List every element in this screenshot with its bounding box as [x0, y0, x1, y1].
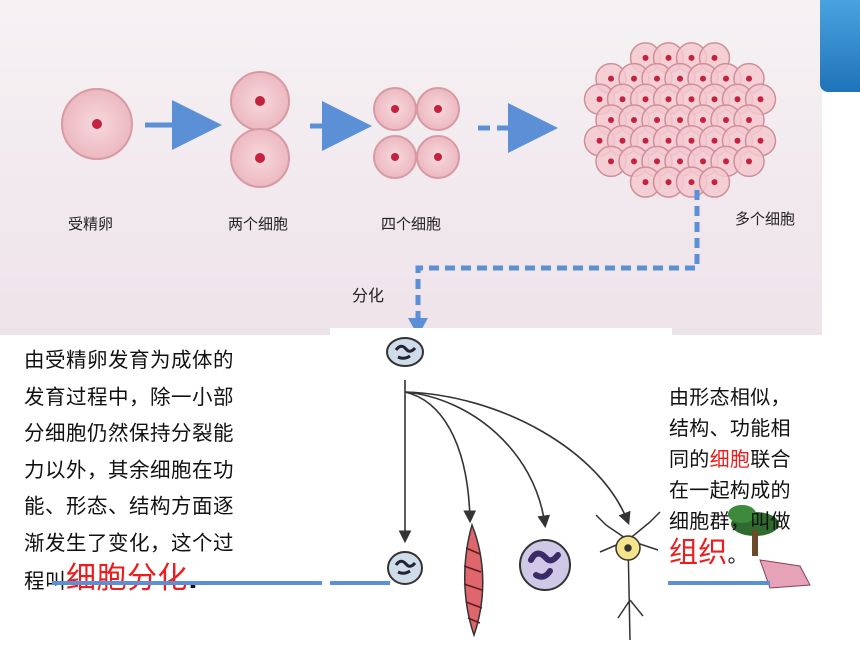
cluster-cell-nucleus — [711, 179, 718, 186]
cluster-cell-nucleus — [746, 75, 752, 82]
label-four-cells: 四个细胞 — [381, 215, 442, 233]
right-line3-b: 联合 — [750, 447, 791, 471]
cluster-cell-nucleus — [631, 158, 637, 165]
right-line: 在一起构成的 — [669, 478, 791, 502]
left-underline — [52, 581, 322, 585]
cluster-cell-nucleus — [688, 179, 695, 186]
cluster-cell-nucleus — [596, 96, 603, 103]
label-differentiation: 分化 — [352, 286, 385, 305]
cluster-cell-nucleus — [688, 54, 695, 61]
cluster-cell-nucleus — [654, 117, 660, 123]
cluster-cell-nucleus — [654, 158, 660, 165]
cluster-cell-nucleus — [608, 117, 614, 123]
diff-panel — [330, 328, 672, 645]
right-line: 结构、功能相 — [669, 416, 791, 440]
cluster-cell-nucleus — [723, 117, 729, 123]
two-cell-stage — [230, 71, 290, 188]
cluster-cell-nucleus — [631, 117, 637, 123]
term-end: 。 — [727, 543, 748, 567]
cluster-cell-nucleus — [642, 96, 649, 103]
cluster-cell-nucleus — [654, 75, 660, 82]
label-fertilized-egg: 受精卵 — [68, 215, 114, 233]
cluster-cell-nucleus — [619, 96, 626, 103]
term-cell-differentiation: 细胞分化 — [66, 561, 188, 596]
left-line-last: 程叫细胞分化. — [24, 561, 324, 600]
left-line: 分细胞仍然保持分裂能 — [24, 421, 234, 445]
right-paragraph: 由形态相似， 结构、功能相 同的细胞联合 在一起构成的 细胞群，叫做 组织。 — [669, 382, 849, 571]
cluster-cell-nucleus — [642, 179, 649, 186]
stem-cell-icon — [386, 337, 424, 367]
cluster-cell-nucleus — [677, 75, 683, 82]
neuron-icon — [595, 511, 661, 641]
cluster-cell-nucleus — [631, 75, 637, 82]
cluster-cell-nucleus — [642, 137, 649, 144]
cluster-cell-nucleus — [642, 54, 649, 61]
term-cell: 细胞 — [709, 447, 751, 471]
cluster-cell-nucleus — [757, 96, 764, 103]
cluster-cell-nucleus — [757, 137, 764, 144]
cluster-cell-nucleus — [665, 179, 672, 186]
differentiation-arrowhead — [408, 318, 428, 336]
cluster-cell-nucleus — [734, 96, 741, 103]
cluster-cell-nucleus — [700, 158, 706, 165]
cluster-cell-nucleus — [746, 117, 752, 123]
right-line-term: 组织。 — [669, 537, 849, 571]
cluster-cell-nucleus — [734, 137, 741, 144]
cluster-cell-nucleus — [700, 117, 706, 123]
slide-corner-tab — [820, 0, 860, 92]
left-line: 渐发生了变化，这个过 — [24, 530, 234, 555]
muscle-cell-icon — [463, 522, 484, 638]
left-line: 由受精卵发育为成体的 — [24, 348, 234, 372]
right-line: 细胞群，叫做 — [669, 509, 791, 533]
cluster-cell-nucleus — [723, 75, 729, 82]
fertilized-egg-cell — [61, 88, 133, 160]
left-text-panel — [8, 337, 326, 595]
cluster-cell-nucleus — [711, 54, 718, 61]
cluster-cell-nucleus — [677, 158, 683, 165]
mid-underline — [330, 581, 390, 585]
term-tissue: 组织 — [669, 535, 728, 569]
cluster-cell-nucleus — [608, 75, 614, 82]
left-line: 发育过程中，除一小部 — [24, 384, 234, 409]
white-blood-cell-icon — [519, 539, 571, 591]
label-many-cells: 多个细胞 — [735, 210, 796, 228]
many-cell-cluster — [583, 42, 777, 198]
cluster-cell-nucleus — [688, 96, 695, 103]
end-mark: . — [188, 565, 199, 595]
right-line: 同的细胞联合 — [669, 444, 849, 475]
differentiated-cell-1-icon — [387, 551, 423, 585]
cluster-cell-nucleus — [688, 137, 695, 144]
cluster-cell-nucleus — [665, 54, 672, 61]
left-line: 能、形态、结构方面逐 — [24, 494, 234, 518]
cluster-cell-nucleus — [711, 96, 718, 103]
cluster-cell-nucleus — [608, 158, 614, 165]
cluster-cell-nucleus — [746, 158, 752, 165]
decorative-plant — [728, 505, 811, 589]
cluster-cell-nucleus — [711, 137, 718, 144]
cluster-cell-nucleus — [619, 137, 626, 144]
right-line: 由形态相似， — [669, 385, 791, 409]
cluster-cell-nucleus — [596, 137, 603, 144]
left-line: 力以外，其余细胞在功 — [24, 457, 234, 482]
left-paragraph: 由受精卵发育为成体的 发育过程中，除一小部 分细胞仍然保持分裂能 力以外，其余细… — [24, 342, 324, 600]
cluster-cell-nucleus — [677, 117, 683, 123]
right-line3-a: 同的 — [669, 447, 710, 471]
differentiation-path — [415, 190, 700, 320]
right-underline — [668, 581, 770, 585]
cluster-cell-nucleus — [665, 137, 672, 144]
cluster-cell-nucleus — [665, 96, 672, 103]
cluster-cell-nucleus — [723, 158, 729, 165]
branch-lines — [398, 380, 631, 544]
cluster-cell-nucleus — [700, 75, 706, 82]
label-two-cells: 两个细胞 — [228, 215, 289, 233]
four-cell-stage — [373, 87, 460, 179]
